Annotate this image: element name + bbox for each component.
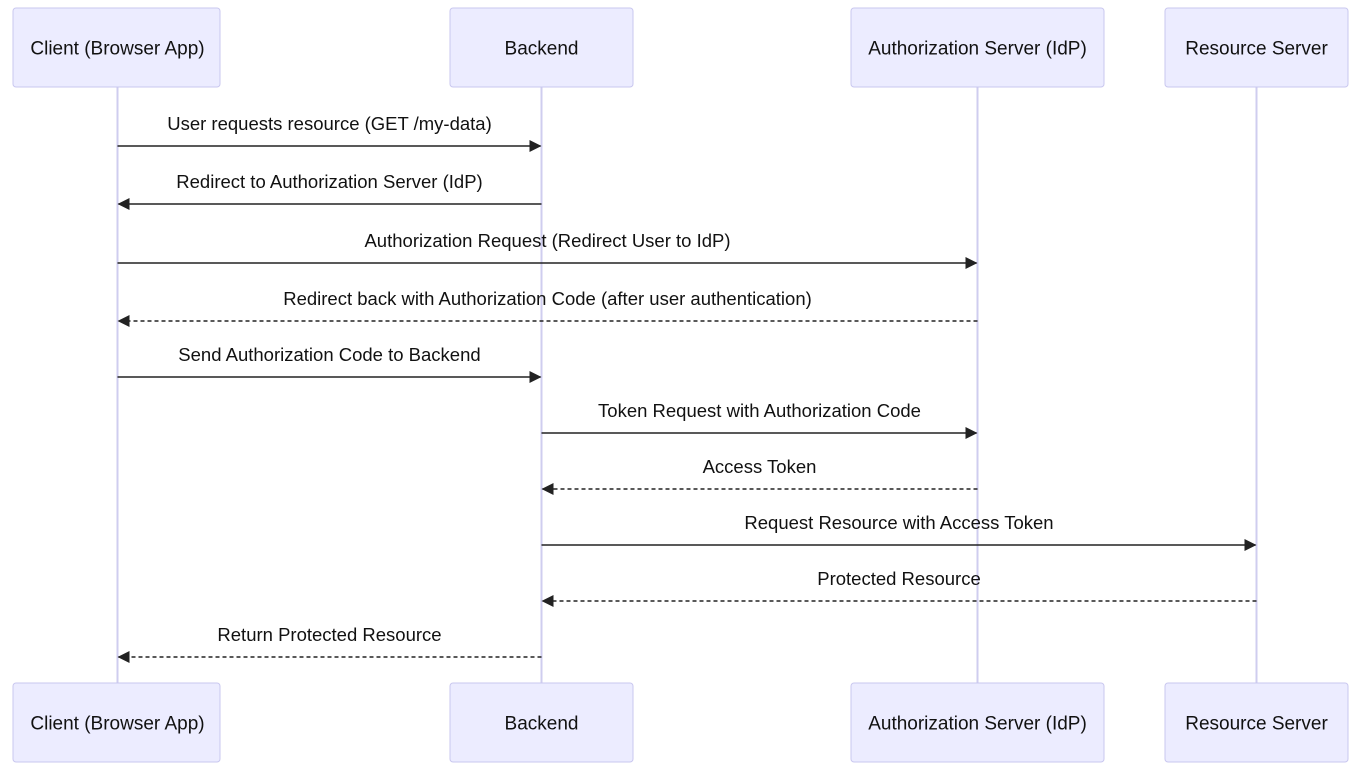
- message-label: User requests resource (GET /my-data): [167, 113, 492, 134]
- participant-label: Backend: [505, 39, 579, 60]
- participant-label: Authorization Server (IdP): [868, 714, 1087, 735]
- participant-idp-bottom: Authorization Server (IdP): [850, 682, 1105, 763]
- message-4: Redirect back with Authorization Code (a…: [117, 288, 978, 327]
- message-label: Request Resource with Access Token: [744, 512, 1053, 533]
- participant-backend-bottom: Backend: [449, 682, 634, 763]
- message-label: Authorization Request (Redirect User to …: [364, 230, 730, 251]
- message-2: Redirect to Authorization Server (IdP): [117, 171, 542, 210]
- participants-bottom: Client (Browser App) Backend Authorization…: [12, 682, 1349, 763]
- message-label: Protected Resource: [817, 568, 981, 589]
- message-8: Request Resource with Access Token: [541, 512, 1257, 551]
- participant-box: [12, 682, 221, 763]
- lifelines: [116, 87, 1258, 683]
- message-3: Authorization Request (Redirect User to …: [117, 230, 978, 269]
- message-label: Token Request with Authorization Code: [598, 400, 921, 421]
- participant-resource-top: Resource Server: [1164, 7, 1349, 88]
- participant-label: Authorization Server (IdP): [868, 39, 1087, 60]
- message-label: Access Token: [703, 456, 817, 477]
- participant-client-top: Client (Browser App): [12, 7, 221, 88]
- participant-label: Resource Server: [1185, 714, 1328, 735]
- participant-label: Backend: [505, 714, 579, 735]
- participant-box: [449, 7, 634, 88]
- participants-top: Client (Browser App) Backend Authorization…: [12, 7, 1349, 88]
- participant-box: [850, 682, 1105, 763]
- message-7: Access Token: [541, 456, 978, 495]
- messages: User requests resource (GET /my-data) Red…: [117, 113, 1257, 663]
- participant-client-bottom: Client (Browser App): [12, 682, 221, 763]
- participant-box: [1164, 682, 1349, 763]
- message-6: Token Request with Authorization Code: [541, 400, 978, 439]
- participant-box: [850, 7, 1105, 88]
- message-label: Return Protected Resource: [217, 624, 441, 645]
- participant-box: [449, 682, 634, 763]
- participant-label: Resource Server: [1185, 39, 1328, 60]
- message-1: User requests resource (GET /my-data): [117, 113, 542, 152]
- participant-idp-top: Authorization Server (IdP): [850, 7, 1105, 88]
- participant-box: [1164, 7, 1349, 88]
- participant-box: [12, 7, 221, 88]
- message-10: Return Protected Resource: [117, 624, 542, 663]
- participant-label: Client (Browser App): [30, 39, 204, 60]
- message-label: Redirect to Authorization Server (IdP): [176, 171, 482, 192]
- participant-label: Client (Browser App): [30, 714, 204, 735]
- message-label: Send Authorization Code to Backend: [178, 344, 480, 365]
- participant-resource-bottom: Resource Server: [1164, 682, 1349, 763]
- participant-backend-top: Backend: [449, 7, 634, 88]
- message-label: Redirect back with Authorization Code (a…: [283, 288, 812, 309]
- message-9: Protected Resource: [541, 568, 1257, 607]
- message-5: Send Authorization Code to Backend: [117, 344, 542, 383]
